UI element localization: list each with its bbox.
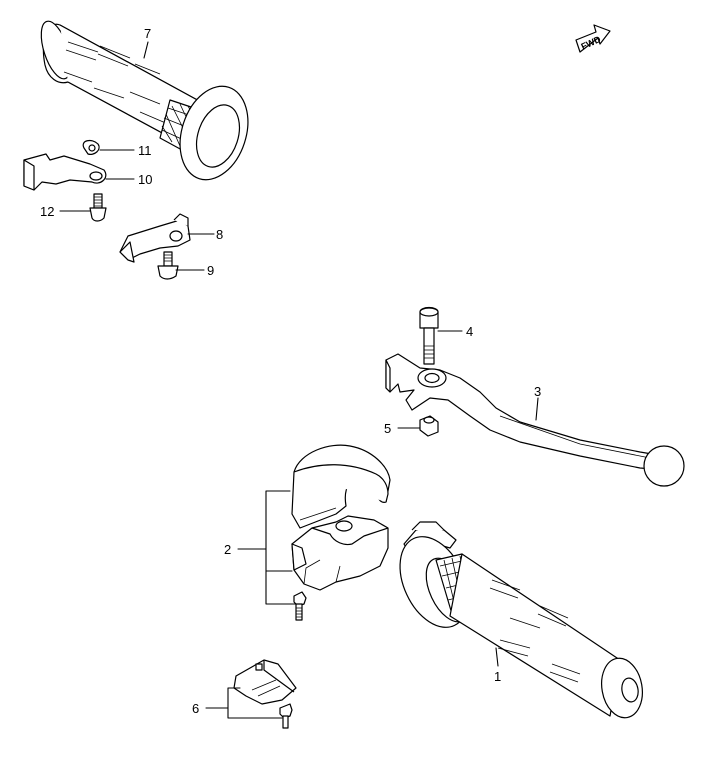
callout-11: 11 [138,143,152,158]
callout-3: 3 [534,384,541,399]
throttle-grip-ribs [489,579,581,683]
housing-screw [293,591,307,621]
leader-lines [59,41,539,719]
callout-2: 2 [224,542,231,557]
housing-lower [291,515,389,591]
left-grip [40,20,249,181]
callout-8: 8 [216,227,223,242]
leader-1 [495,647,499,667]
nut [419,415,439,437]
grip-ribs [63,41,169,125]
leader-7 [143,41,149,59]
callout-labels: 7 11 10 12 8 9 4 3 5 2 1 6 [40,26,541,716]
leader-2 [237,490,297,605]
pivot-bolt [419,306,439,365]
callout-7: 7 [144,26,151,41]
leader-3 [535,397,539,421]
callout-9: 9 [207,263,214,278]
brake-lever [385,353,685,487]
callout-4: 4 [466,324,473,339]
screw-9 [157,251,179,280]
callout-6: 6 [192,701,199,716]
callout-10: 10 [138,172,152,187]
clip [82,139,100,155]
bracket [23,153,107,191]
leader-6 [205,687,283,719]
screw-12 [89,193,107,222]
clamp [119,213,191,263]
callout-12: 12 [40,204,54,219]
throttle-grip [399,521,643,719]
callout-1: 1 [494,669,501,684]
callout-5: 5 [384,421,391,436]
switch [233,659,297,729]
forward-arrow-icon: FWD [575,24,611,53]
housing-upper [291,444,391,529]
